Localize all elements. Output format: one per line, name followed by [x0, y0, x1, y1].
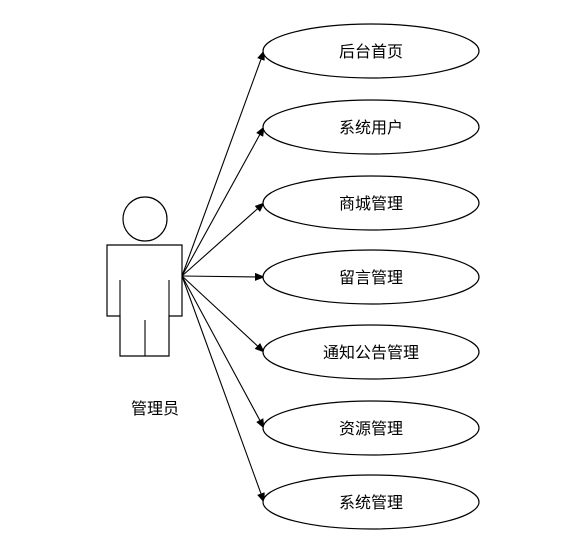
associations	[181, 50, 265, 503]
actor-body	[106, 244, 183, 357]
use-case-4: 通知公告管理	[262, 324, 480, 380]
use-case-3: 留言管理	[262, 249, 480, 305]
use-case-ellipse	[262, 175, 480, 231]
use-case-label: 资源管理	[339, 419, 403, 438]
use-case-5: 资源管理	[262, 400, 480, 456]
association-arrow	[181, 275, 265, 503]
use-case-ellipse	[262, 249, 480, 305]
use-case-ellipse	[262, 23, 480, 79]
use-case-ellipse	[262, 99, 480, 155]
use-case-label: 后台首页	[339, 42, 403, 61]
actor-label: 管理员	[131, 399, 179, 418]
use-case-label: 商城管理	[339, 194, 403, 213]
association-arrow	[181, 50, 265, 277]
use-case-label: 留言管理	[339, 268, 403, 287]
actor-figure	[106, 196, 183, 357]
use-case-ellipse	[262, 324, 480, 380]
use-case-ellipse	[262, 400, 480, 456]
association-arrow	[181, 202, 265, 277]
actor-head	[122, 196, 168, 242]
use-case-label: 通知公告管理	[323, 343, 419, 362]
association-arrow	[181, 126, 265, 277]
use-case-label: 系统管理	[339, 493, 403, 512]
use-case-6: 系统管理	[262, 474, 480, 530]
use-case-2: 商城管理	[262, 175, 480, 231]
use-case-ellipse	[262, 474, 480, 530]
association-arrow	[181, 275, 265, 353]
association-arrow	[181, 272, 265, 281]
use-case-label: 系统用户	[339, 118, 403, 137]
association-arrow	[181, 275, 265, 429]
use-case-1: 系统用户	[262, 99, 480, 155]
use-case-0: 后台首页	[262, 23, 480, 79]
